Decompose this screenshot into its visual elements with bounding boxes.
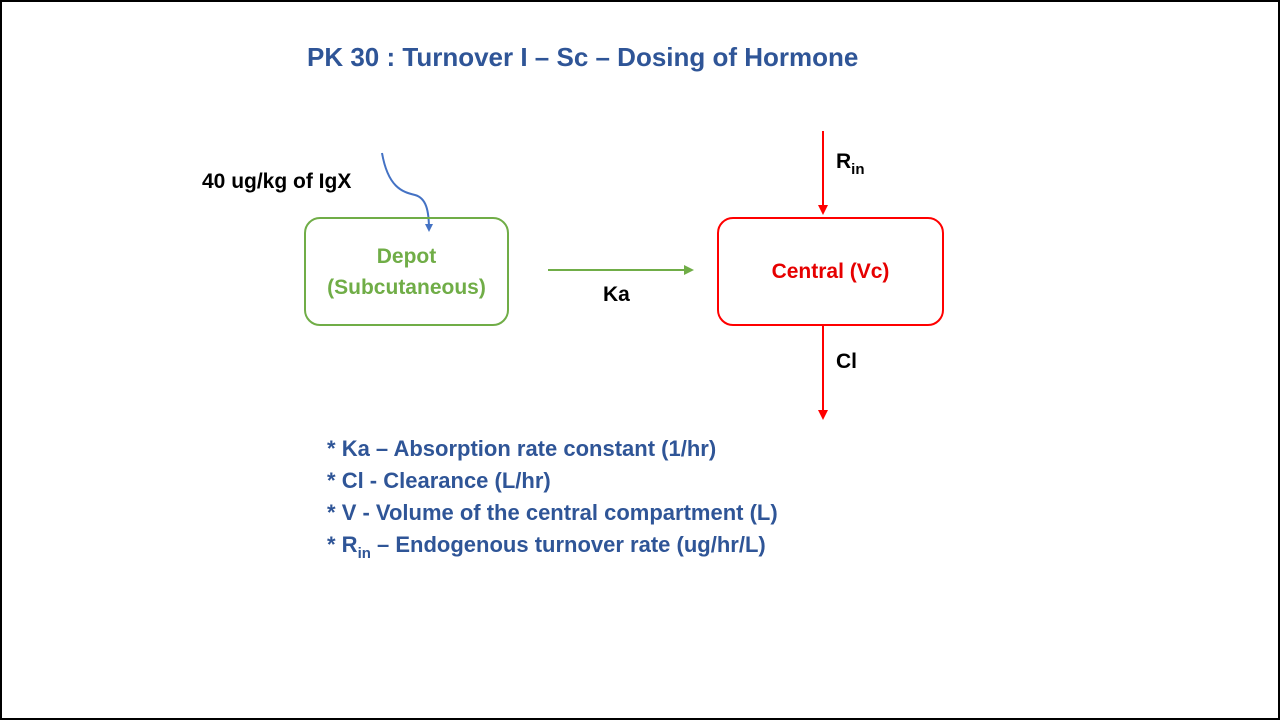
- central-compartment: Central (Vc): [717, 217, 944, 326]
- page-title: PK 30 : Turnover I – Sc – Dosing of Horm…: [307, 42, 859, 72]
- depot-compartment: Depot (Subcutaneous): [304, 217, 509, 326]
- central-label: Central (Vc): [771, 260, 890, 283]
- ka-label: Ka: [603, 283, 630, 306]
- legend-item: * Rin – Endogenous turnover rate (ug/hr/…: [327, 532, 766, 562]
- depot-label: Depot: [376, 244, 437, 268]
- rin-label: Rin: [836, 150, 865, 177]
- legend-item: * V - Volume of the central compartment …: [327, 500, 778, 525]
- rin-label-base: R: [836, 150, 852, 173]
- dose-label: 40 ug/kg of IgX: [202, 170, 352, 193]
- legend-item: * Cl - Clearance (L/hr): [327, 468, 551, 493]
- parameter-legend: * Ka – Absorption rate constant (1/hr) *…: [327, 433, 778, 561]
- depot-sublabel: (Subcutaneous): [327, 275, 486, 299]
- cl-label: Cl: [836, 350, 857, 373]
- dose-arrow: [381, 152, 433, 232]
- legend-item: * Ka – Absorption rate constant (1/hr): [327, 436, 717, 461]
- rin-label-subscript: in: [851, 161, 865, 178]
